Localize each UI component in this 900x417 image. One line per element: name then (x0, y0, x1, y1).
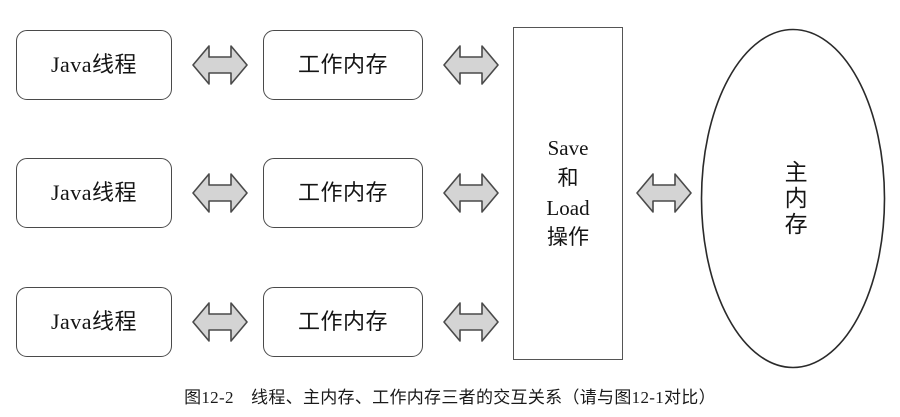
working-memory-label-2: 工作内存 (297, 180, 388, 205)
working-memory-box-1: 工作内存 (263, 30, 423, 100)
java-thread-label-3: Java线程 (50, 309, 138, 334)
main-memory-label-wrap: 主内存 (700, 28, 886, 369)
double-headed-arrow-icon-thread-working-2 (192, 166, 248, 220)
double-headed-arrow-icon-working-saveload-2 (443, 166, 499, 220)
save-load-line-2: 和 (557, 165, 579, 190)
save-load-operation-box: Save 和 Load 操作 (513, 27, 623, 360)
java-thread-label-1: Java线程 (50, 52, 138, 77)
main-memory-label: 主内存 (781, 159, 807, 238)
working-memory-label-3: 工作内存 (297, 309, 388, 334)
working-memory-label-1: 工作内存 (297, 52, 388, 77)
double-headed-arrow-icon-thread-working-3 (192, 295, 248, 349)
working-memory-box-3: 工作内存 (263, 287, 423, 357)
double-headed-arrow-icon-thread-working-1 (192, 38, 248, 92)
save-load-line-3: Load (546, 195, 590, 220)
working-memory-box-2: 工作内存 (263, 158, 423, 228)
save-load-line-1: Save (547, 135, 589, 160)
figure-caption: 图12-2 线程、主内存、工作内存三者的交互关系（请与图12-1对比） (184, 388, 716, 407)
save-load-line-4: 操作 (547, 225, 589, 250)
main-memory-ellipse: 主内存 (700, 28, 886, 369)
java-thread-box-3: Java线程 (16, 287, 172, 357)
java-thread-box-2: Java线程 (16, 158, 172, 228)
java-thread-box-1: Java线程 (16, 30, 172, 100)
java-thread-label-2: Java线程 (50, 180, 138, 205)
double-headed-arrow-icon-saveload-mainmemory (636, 166, 692, 220)
double-headed-arrow-icon-working-saveload-1 (443, 38, 499, 92)
double-headed-arrow-icon-working-saveload-3 (443, 295, 499, 349)
